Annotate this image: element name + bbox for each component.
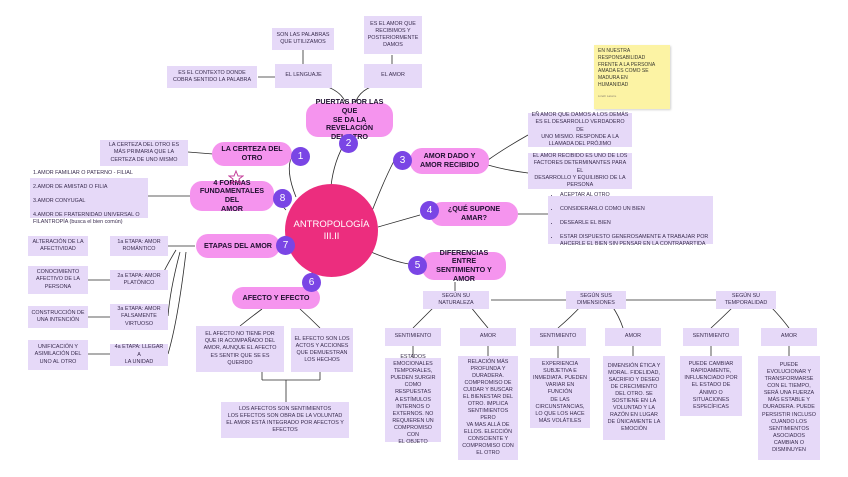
line-nat-amor [469,305,489,329]
criterio-naturaleza: SEGÚN SU NATURALEZA [423,291,489,309]
naturaleza-sentimiento-text: ESTADOS EMOCIONALES TEMPORALES, PUEDEN S… [385,354,441,445]
temporalidad-amor-text: PUEDE EVOLUCIONAR Y TRANSFORMARSE CON EL… [758,356,820,460]
temporalidad-amor-label: AMOR [761,328,817,346]
etapa-4-description: UNIFICACIÓN Y ASIMILACIÓN DEL UNO AL OTR… [28,340,88,370]
etapa-3-description: CONSTRUCCIÓN DE UNA INTENCIÓN [28,306,88,328]
branch-puertas-revelacion: PUERTAS POR LAS QUE SE DA LA REVELACIÓN … [306,98,393,141]
criterio-dimensiones: SEGÚN SUS DIMENSIONES [566,291,626,309]
dimensiones-amor-label: AMOR [605,328,661,346]
lenguaje-contexto-note: ES EL CONTEXTO DONDE COBRA SENTIDO LA PA… [167,66,257,88]
naturaleza-sentimiento-label: SENTIMIENTO [385,328,441,346]
supone-amar-list: ACEPTAR AL OTRO CONSIDERARLO COMO UN BIE… [548,192,713,247]
etapa-4: 4a ETAPA: LLEGAR A LA UNIDAD [110,344,168,366]
formas-list: 1.AMOR FAMILIAR O PATERNO - FILIAL 2.AMO… [30,170,148,225]
branch-diferencias: DIFERENCIAS ENTRE SENTIMIENTO Y AMOR [422,248,506,282]
puerta-lenguaje: EL LENGUAJE [275,64,332,88]
line-center-b5 [370,251,410,265]
naturaleza-amor-text: RELACIÓN MÁS PROFUNDA Y DURADERA. COMPRO… [458,356,518,460]
sticky-note-author: Lizeth Latorre [598,93,617,98]
line-b1-text [187,151,214,155]
efecto-description: EL EFECTO SON LOS ACTOS Y ACCIONES QUE D… [291,328,353,372]
supone-amar-item: CONSIDERARLO COMO UN BIEN [560,206,710,213]
line-b3-b [487,164,529,174]
branch-number-5: 5 [408,256,427,275]
star-doodle-icon [228,170,244,186]
supone-amar-item: ESTAR DISPUESTO GENEROSAMENTE A TRABAJAR… [560,234,710,248]
puerta-amor: EL AMOR [364,64,422,88]
line-dim-sent [557,305,582,329]
branch-que-supone-amar: ¿QUÉ SUPONE AMAR? [430,202,518,226]
dimensiones-amor-text: DIMENSIÓN ÉTICA Y MORAL. FIDELIDAD, SACR… [603,356,665,440]
line-b3-a [487,134,529,161]
etapa-2-description: CONOCIMIENTO AFECTIVO DE LA PERSONA [28,266,88,294]
sticky-note: EN NUESTRA RESPONSABILIDAD FRENTE A LA P… [594,45,670,109]
afecto-efecto-summary: LOS AFECTOS SON SENTIMIENTOS LOS EFECTOS… [221,402,349,438]
etapa-1: 1a ETAPA: AMOR ROMÁNTICO [110,236,168,256]
branch-formas-fundamentales: 4 FORMAS FUNDAMENTALES DEL AMOR [190,178,274,212]
branch-number-2: 2 [339,134,358,153]
branch-etapas-del-amor: ETAPAS DEL AMOR [196,234,280,258]
central-topic: ANTROPOLOGÍA III.II [285,184,378,277]
branch-number-6: 6 [302,273,321,292]
etapa-1-description: ALTERACIÓN DE LA AFECTIVIDAD [28,236,88,256]
afecto-description: EL AFECTO NO TIENE POR QUE IR ACOMPAÑADO… [196,326,284,372]
branch-number-3: 3 [393,151,412,170]
branch-certeza-del-otro: LA CERTEZA DEL OTRO [212,142,292,166]
etapa-3: 3a ETAPA: AMOR FALSAMENTE VIRTUOSO [110,304,168,330]
lenguaje-palabras-note: SON LAS PALABRAS QUE UTILIZAMOS [272,28,334,50]
temporalidad-sentimiento-label: SENTIMIENTO [683,328,739,346]
line-temp-sent [710,305,735,329]
branch-afecto-y-efecto: AFECTO Y EFECTO [232,287,320,309]
branch-number-8: 8 [273,189,292,208]
line-temp-amor [769,305,790,329]
line-center-b3 [371,160,395,212]
certeza-description: LA CERTEZA DEL OTRO ES MÁS PRIMARIA QUE … [100,140,188,166]
temporalidad-sentimiento-text: PUEDE CAMBIAR RAPIDAMENTE, INFLUENCIADO … [680,356,742,416]
forma-item: 2.AMOR DE AMISTAD O FILIA [33,183,108,190]
line-b6-a [239,308,263,327]
forma-item: 1.AMOR FAMILIAR O PATERNO - FILIAL [33,169,133,176]
branch-amor-dado-recibido: AMOR DADO Y AMOR RECIBIDO [410,148,489,174]
amor-recibido-description: EL AMOR RECIBIDO ES UNO DE LOS FACTORES … [528,153,632,189]
forma-item: 3.AMOR CONYUGAL [33,198,86,204]
branch-number-1: 1 [291,147,310,166]
line-dim-amor [611,305,624,329]
amor-dado-description: EÑ AMOR QUE DAMOS A LOS DEMÁS ES EL DESA… [528,112,632,147]
line-b6-b [299,308,321,329]
branch-number-4: 4 [420,201,439,220]
criterio-temporalidad: SEGÚN SU TEMPORALIDAD [716,291,776,309]
line-nat-sent [412,305,436,329]
line-center-b4 [377,214,421,228]
naturaleza-amor-label: AMOR [460,328,516,346]
supone-amar-item: ACEPTAR AL OTRO [560,192,710,199]
sticky-note-text: EN NUESTRA RESPONSABILIDAD FRENTE A LA P… [598,48,656,88]
etapa-2: 2a ETAPA: AMOR PLATÓNICO [110,270,168,290]
amor-recibimos-note: ES EL AMOR QUE RECIBIMOS Y POSTERIORMENT… [364,16,422,54]
supone-amar-item: DESEARLE EL BIEN [560,220,710,227]
line-etapa-3 [167,251,181,317]
branch-number-7: 7 [276,236,295,255]
dimensiones-sentimiento-label: SENTIMIENTO [530,328,586,346]
dimensiones-sentimiento-text: EXPERIENCIA SUBJETIVA E INMEDIATA. PUEDE… [530,358,590,428]
line-etapa-4 [167,251,187,355]
forma-item: 4.AMOR DE FRATERNIDAD UNIVERSAL O FILANT… [33,212,140,226]
